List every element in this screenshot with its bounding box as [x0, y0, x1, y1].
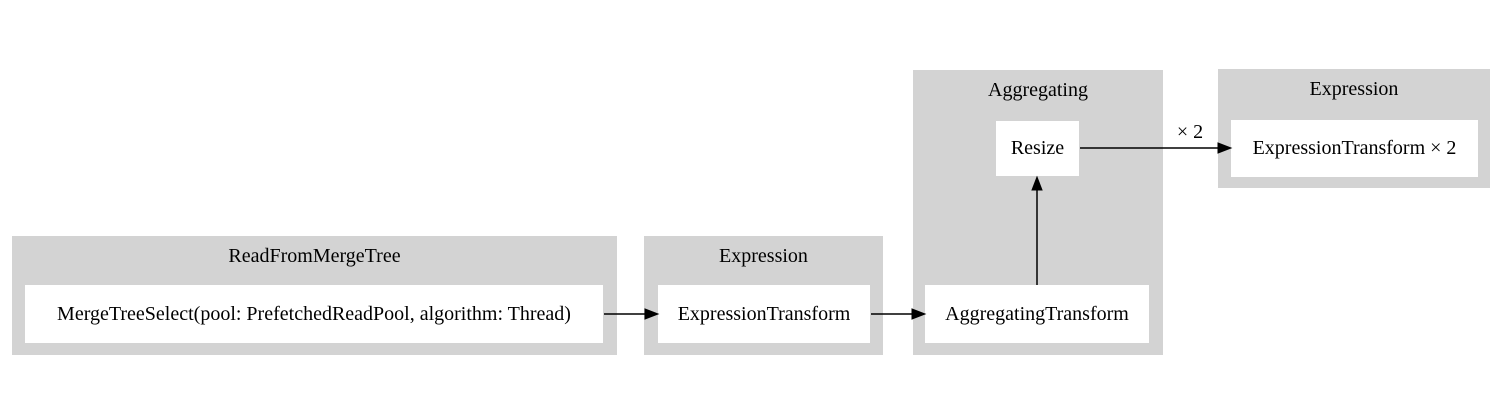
- group-title-read-from-merge-tree: ReadFromMergeTree: [228, 245, 401, 267]
- group-title-expression-1: Expression: [719, 245, 808, 267]
- node-resize: Resize: [996, 121, 1079, 176]
- group-aggregating: Aggregating Resize AggregatingTransform: [913, 70, 1163, 355]
- node-expression-transform-x2: ExpressionTransform × 2: [1231, 120, 1478, 177]
- group-title-aggregating: Aggregating: [988, 79, 1088, 101]
- node-aggregating-transform: AggregatingTransform: [925, 285, 1149, 343]
- group-title-expression-2: Expression: [1309, 78, 1399, 100]
- node-expression-transform: ExpressionTransform: [658, 285, 870, 343]
- group-expression-1: Expression ExpressionTransform: [644, 236, 883, 355]
- edge-multiplier-label: × 2: [1176, 121, 1204, 143]
- node-merge-tree-select: MergeTreeSelect(pool: PrefetchedReadPool…: [25, 285, 603, 343]
- group-expression-2: Expression ExpressionTransform × 2: [1218, 69, 1490, 188]
- group-read-from-merge-tree: ReadFromMergeTree MergeTreeSelect(pool: …: [12, 236, 617, 355]
